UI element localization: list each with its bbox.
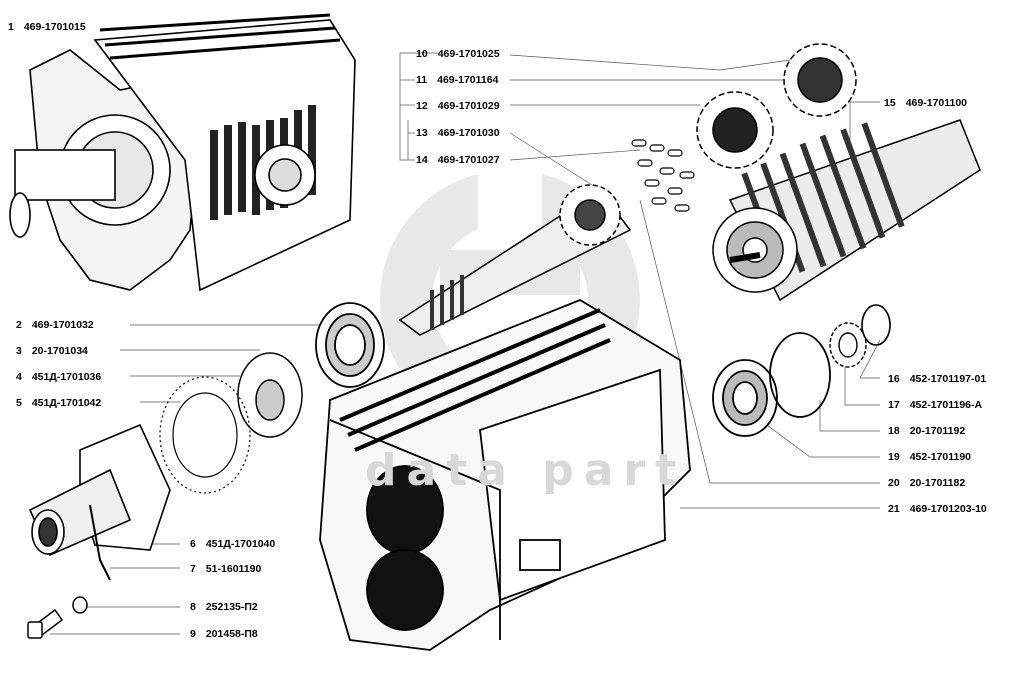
- rear-housing-assembly: [9, 13, 356, 292]
- snap-ring-16: [861, 304, 891, 346]
- bearing-front: [315, 302, 385, 388]
- snap-ring-18: [769, 332, 831, 418]
- needle-rollers: [631, 139, 695, 212]
- gear-ring-11: [783, 43, 857, 117]
- main-housing: [319, 298, 691, 651]
- splined-washer-17: [829, 322, 867, 368]
- front-cover: [28, 423, 171, 581]
- bolt-9: [27, 608, 64, 639]
- gasket-5: [159, 376, 251, 494]
- washer-8: [72, 596, 88, 614]
- primary-shaft: [398, 184, 632, 336]
- watermark-text: data part: [365, 445, 687, 496]
- leader-lines: [50, 52, 881, 635]
- bearing-19: [712, 359, 778, 437]
- gear-ring-12: [696, 91, 774, 169]
- snap-ring-3: [237, 352, 303, 438]
- intermediate-gear-shaft: [712, 119, 981, 302]
